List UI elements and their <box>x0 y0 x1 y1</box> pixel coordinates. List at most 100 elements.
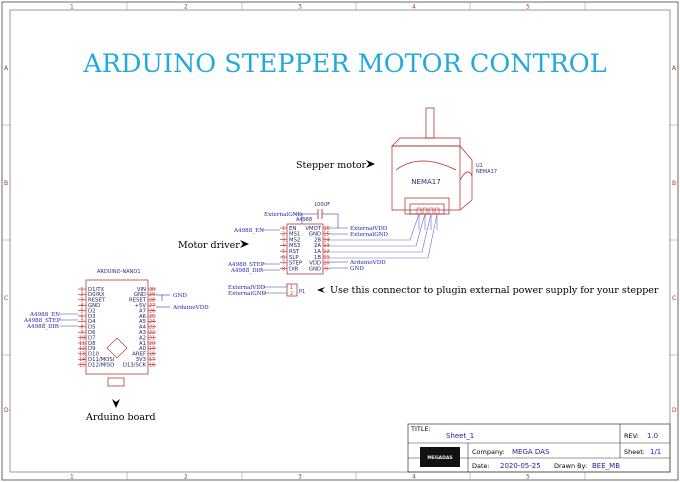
pin-number: 7 <box>282 261 285 267</box>
pin-number: 11 <box>79 341 85 347</box>
net-label-step: A4988_STEP <box>227 262 265 268</box>
title-label: TITLE: <box>410 425 431 433</box>
pin-number: 2 <box>80 292 83 298</box>
pin-number: 15 <box>79 362 85 368</box>
pin-name: A4 <box>139 325 147 331</box>
pin-number: 16 <box>149 362 155 368</box>
col-label: 4 <box>412 474 416 481</box>
pin-name: D11/MOSI <box>88 357 115 363</box>
net-label-en-nano: A4988_EN <box>29 312 60 318</box>
pin-name: 2A <box>314 243 321 249</box>
pin-number: 11 <box>323 255 329 261</box>
motor-part: NEMA17 <box>476 169 497 175</box>
pin-name: D1/TX <box>88 287 104 293</box>
pin-number: 22 <box>149 330 155 336</box>
title-block: TITLE: Sheet_1 REV: 1.0 MEGADAS Company:… <box>407 423 671 473</box>
motor-shaft <box>425 107 435 139</box>
pin-name: GND <box>134 292 146 298</box>
row-label: C <box>4 295 8 302</box>
pin-name: D0/RX <box>88 292 105 298</box>
col-label: 5 <box>526 4 530 11</box>
pin-number: 17 <box>149 357 155 363</box>
pin-name: D13/SCK <box>123 362 147 368</box>
pin-name: RESET <box>129 298 147 304</box>
pin-name: VMOT <box>305 226 321 232</box>
pin-number: 4 <box>282 243 285 249</box>
pin-number: 10 <box>323 261 329 267</box>
col-label: 3 <box>298 474 302 481</box>
pin-name: MS3 <box>289 243 300 249</box>
net-label-gnd-nano: GND <box>173 293 187 299</box>
pin-number: 10 <box>79 335 85 341</box>
pin-number: 4 <box>80 303 83 309</box>
col-label: 4 <box>412 4 416 11</box>
pin-number: 6 <box>282 255 285 261</box>
motor-body-label: NEMA17 <box>411 178 440 186</box>
col-label: 3 <box>298 4 302 11</box>
company-logo <box>420 447 460 467</box>
sheet-label: Sheet: <box>624 448 645 456</box>
net-label-ext-gnd: ExternalGND <box>264 212 303 218</box>
pin-name: D7 <box>88 335 95 341</box>
pin-name: STEP <box>289 261 303 267</box>
pin-name: MS1 <box>289 232 300 238</box>
pin-name: D2 <box>88 308 95 314</box>
pin-name: D8 <box>88 341 96 347</box>
pin-name: A2 <box>139 335 146 341</box>
pin-number: 3 <box>80 298 83 304</box>
col-label: 2 <box>184 474 188 481</box>
pin-name: 1A <box>314 249 321 255</box>
pin-name: MS2 <box>289 237 300 243</box>
pin-name: SLP <box>289 255 299 261</box>
net-label-ext-vdd-conn: ExternalVDD <box>228 285 266 291</box>
pin-name: 3V3 <box>136 357 146 363</box>
pin-number: 15 <box>323 232 329 238</box>
pin-number: 12 <box>323 249 329 255</box>
arrow-right-icon <box>240 240 249 248</box>
pin-name: D6 <box>88 330 96 336</box>
pin-number: 8 <box>80 325 83 331</box>
rev-label: REV: <box>624 432 639 440</box>
pin-name: A1 <box>139 341 146 347</box>
nano-chip <box>106 337 128 359</box>
connector-body <box>286 283 298 297</box>
col-label: 2 <box>184 4 188 11</box>
stepper-annotation: Stepper motor <box>296 160 367 171</box>
pin-name: D3 <box>88 314 95 320</box>
pin-number: 1 <box>80 287 83 293</box>
pin-number: 14 <box>79 357 85 363</box>
rev-value: 1.0 <box>647 432 658 440</box>
pin-number: 6 <box>80 314 83 320</box>
pin-number: 20 <box>149 341 155 347</box>
pin-number: 12 <box>79 346 85 352</box>
pin-name: D10 <box>88 352 99 358</box>
pin-name: VIN <box>137 287 146 293</box>
pin-number: 8 <box>282 266 285 272</box>
driver-net-labels: ExternalGND A4988_EN A4988_STEP A4988_DI… <box>227 212 389 274</box>
nano-usb-port <box>107 377 125 387</box>
pin-name: DIR <box>289 266 299 272</box>
capacitor[interactable]: 100UF <box>302 202 339 228</box>
net-label-ext-gnd-conn: ExternalGND <box>228 291 267 297</box>
pin-number: 25 <box>149 314 155 320</box>
pin-number: 29 <box>149 292 155 298</box>
pin-number: 9 <box>325 266 328 272</box>
pin-name: 2B <box>314 237 321 243</box>
pin-name: A5 <box>139 319 146 325</box>
arduino-annotation: Arduino board <box>85 412 156 423</box>
net-label-en: A4988_EN <box>233 228 264 234</box>
row-label: D <box>4 407 9 414</box>
pin-name: D12/MISO <box>88 362 114 368</box>
pin-name: EN <box>289 226 296 232</box>
inner-frame <box>9 9 671 473</box>
connector-ref: P1 <box>299 289 305 295</box>
pin-number: 16 <box>323 226 329 232</box>
net-label-step-nano: A4988_STEP <box>23 318 61 324</box>
stepper-motor[interactable]: NEMA17 U1 NEMA17 <box>391 107 497 215</box>
company-value: MEGA DAS <box>512 448 550 456</box>
pin-name: A3 <box>139 330 146 336</box>
power-connector[interactable]: 1 2 P1 ExternalVDD ExternalGND <box>228 283 305 297</box>
